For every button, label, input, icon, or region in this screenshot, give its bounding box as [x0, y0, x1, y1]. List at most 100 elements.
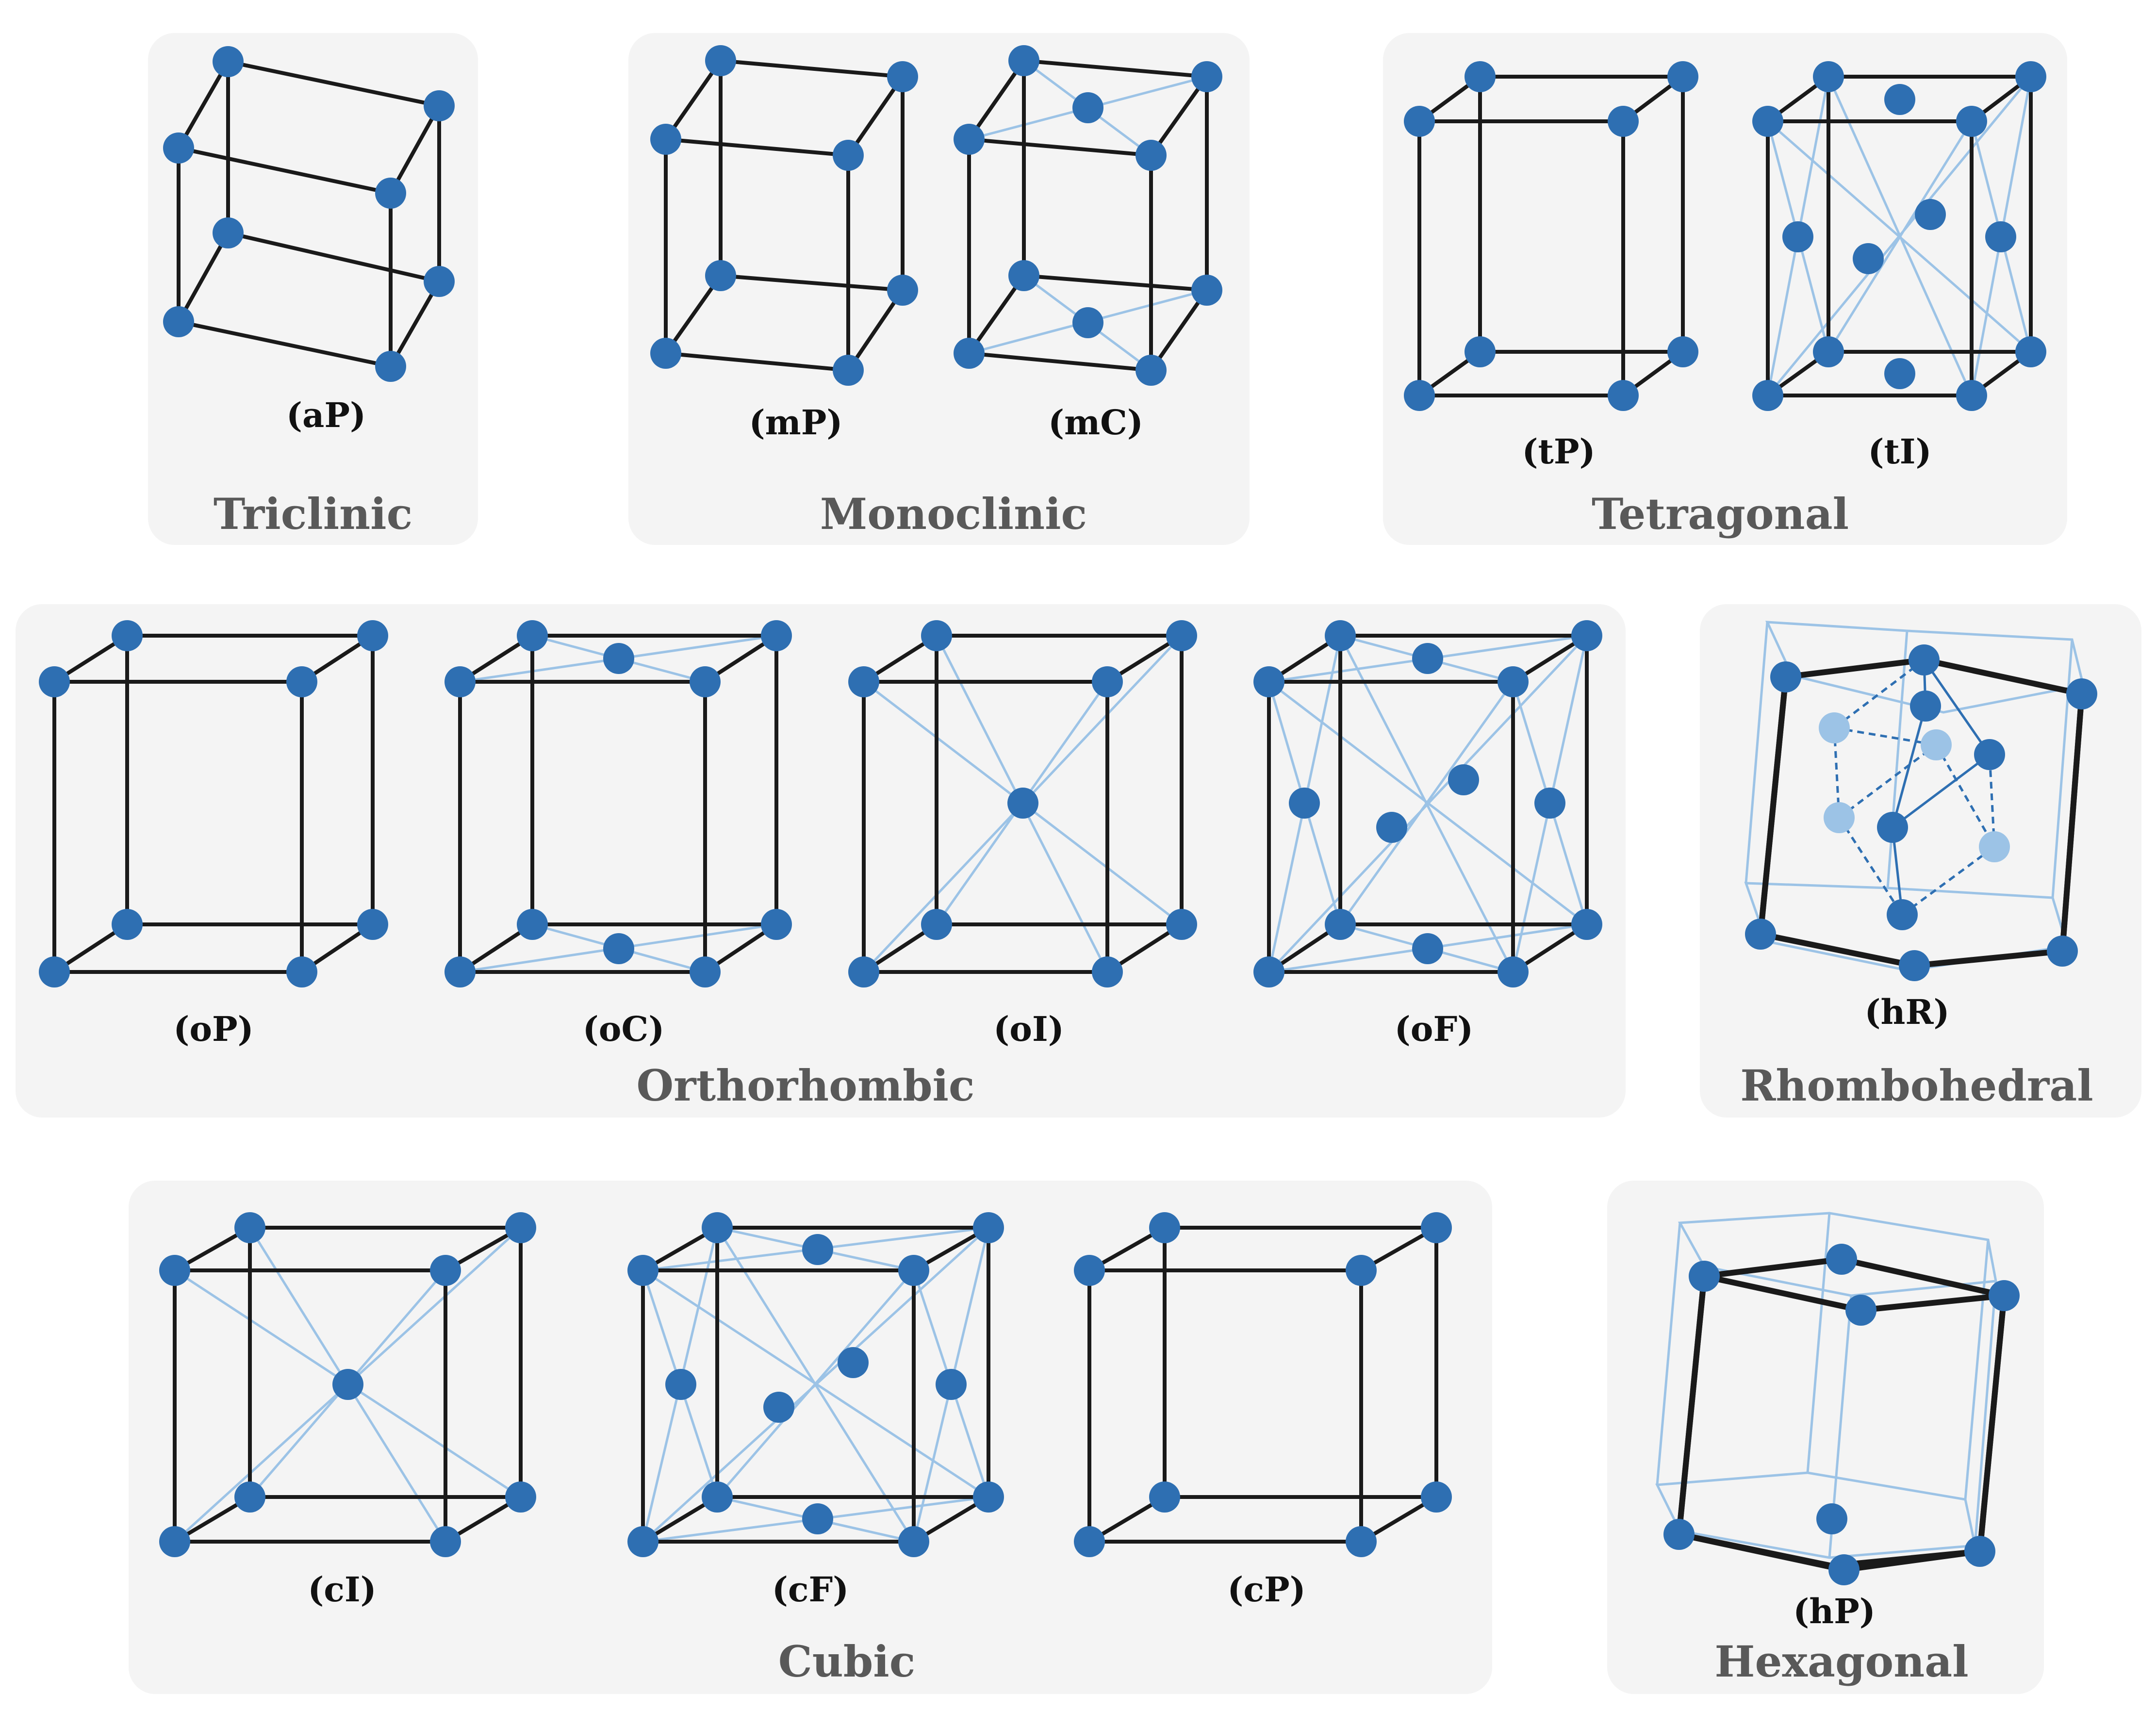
centered-point	[603, 643, 634, 674]
centered-point	[332, 1369, 363, 1400]
lattice-point	[517, 909, 548, 940]
lattice-label: (aP)	[286, 395, 366, 435]
lattice-label: (hR)	[1864, 992, 1949, 1032]
lattice-point-hidden	[1921, 729, 1952, 760]
centered-point	[1782, 221, 1813, 252]
lattice-points	[1074, 1212, 1452, 1557]
lattice-point	[1956, 380, 1987, 411]
lattice-point	[887, 275, 918, 306]
lattice-label: (hP)	[1793, 1591, 1876, 1631]
panel-triclinic: Triclinic (aP)	[148, 33, 478, 545]
lattice-point	[375, 178, 406, 209]
lattice-point	[954, 124, 985, 155]
lattice-label: (mC)	[1048, 402, 1143, 443]
lattice-point	[1465, 336, 1496, 367]
panel-background	[1383, 33, 2067, 545]
lattice-point	[1092, 666, 1123, 697]
lattice-point	[1667, 61, 1698, 92]
lattice-point	[286, 666, 317, 697]
lattice-point	[690, 666, 721, 697]
lattice-points	[650, 45, 918, 386]
lattice-point	[112, 909, 143, 940]
lattice-point	[887, 61, 918, 92]
lattice-point	[702, 1212, 733, 1243]
centered-point	[1007, 788, 1038, 819]
centered-point	[802, 1234, 833, 1265]
panel-title: Orthorhombic	[636, 1060, 974, 1111]
lattice-point-hidden	[1824, 802, 1855, 833]
lattice-point	[1956, 106, 1987, 137]
lattice-label: (oC)	[583, 1009, 665, 1049]
lattice-point	[1964, 1536, 1995, 1567]
lattice-label: (mP)	[749, 402, 843, 443]
centered-point	[936, 1369, 967, 1400]
lattice-label: (oI)	[993, 1009, 1064, 1049]
lattice-point	[1689, 1261, 1720, 1292]
lattice-point	[1845, 1295, 1876, 1326]
lattice-point	[1974, 739, 2005, 770]
lattice-point	[848, 956, 879, 987]
lattice-point	[1465, 61, 1496, 92]
rhombohedron-hidden-edges	[1833, 659, 1996, 916]
lattice-point	[1989, 1280, 2020, 1311]
centered-point	[1985, 221, 2016, 252]
lattice-point	[1074, 1526, 1105, 1557]
lattice-point	[833, 355, 864, 386]
panel-title: Monoclinic	[820, 489, 1087, 539]
lattice-hR: (hR)	[1744, 621, 2097, 1032]
lattice-point	[705, 260, 736, 291]
lattice-point-hidden	[1819, 712, 1850, 743]
lattice-points	[848, 620, 1197, 987]
lattice-points	[163, 46, 455, 382]
lattice-point	[1745, 919, 1776, 950]
lattice-points	[1663, 1244, 2020, 1585]
lattice-point	[1136, 140, 1167, 171]
lattice-points	[1745, 644, 2097, 981]
lattice-point	[1191, 61, 1222, 92]
lattice-mP: (mP)	[650, 45, 918, 443]
lattice-point	[286, 956, 317, 987]
lattice-point	[1421, 1481, 1452, 1513]
lattice-tP: (tP)	[1404, 61, 1698, 472]
lattice-oP: (oP)	[39, 620, 388, 1049]
centered-point	[1376, 812, 1407, 843]
lattice-point	[1008, 45, 1039, 76]
panel-title: Triclinic	[214, 489, 412, 539]
lattice-point	[954, 338, 985, 369]
lattice-point	[1910, 691, 1941, 722]
lattice-point	[430, 1255, 461, 1286]
lattice-points	[1253, 620, 1602, 987]
centered-point	[1448, 764, 1479, 795]
lattice-point	[159, 1526, 190, 1557]
lattice-point	[848, 666, 879, 697]
lattice-point	[2015, 61, 2046, 92]
lattice-label: (tP)	[1522, 431, 1595, 472]
lattice-oF: (oF)	[1253, 620, 1602, 1049]
lattice-label: (oP)	[173, 1009, 254, 1049]
panel-title: Rhombohedral	[1740, 1060, 2093, 1111]
lattice-point	[921, 909, 952, 940]
lattice-point	[1404, 380, 1435, 411]
lattice-point	[973, 1212, 1004, 1243]
lattice-point	[1346, 1526, 1377, 1557]
lattice-points	[159, 1212, 536, 1557]
lattice-point	[1404, 106, 1435, 137]
panel-background	[1607, 1181, 2044, 1694]
panel-background	[16, 604, 1626, 1118]
lattice-point	[1498, 666, 1529, 697]
lattice-point	[705, 45, 736, 76]
lattice-point	[1325, 909, 1356, 940]
lattice-point	[1571, 909, 1602, 940]
lattice-point	[163, 132, 194, 164]
panel-tetragonal: Tetragonal (tP)	[1383, 33, 2067, 545]
lattice-point	[761, 909, 792, 940]
lattice-point-hidden	[1979, 831, 2010, 862]
centered-point	[838, 1347, 869, 1378]
lattice-point	[1826, 1244, 1857, 1275]
centered-point	[1072, 92, 1103, 123]
lattice-point	[1909, 644, 1940, 675]
lattice-point	[690, 956, 721, 987]
lattice-point	[898, 1526, 929, 1557]
lattice-point	[234, 1212, 265, 1243]
